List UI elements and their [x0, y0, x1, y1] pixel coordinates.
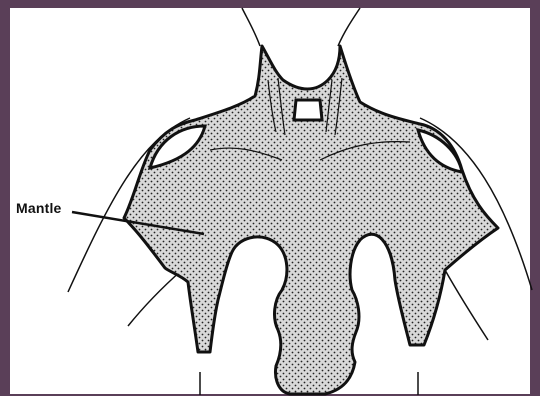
mantle-label: Mantle: [16, 200, 62, 216]
larynx-block: [294, 100, 322, 120]
